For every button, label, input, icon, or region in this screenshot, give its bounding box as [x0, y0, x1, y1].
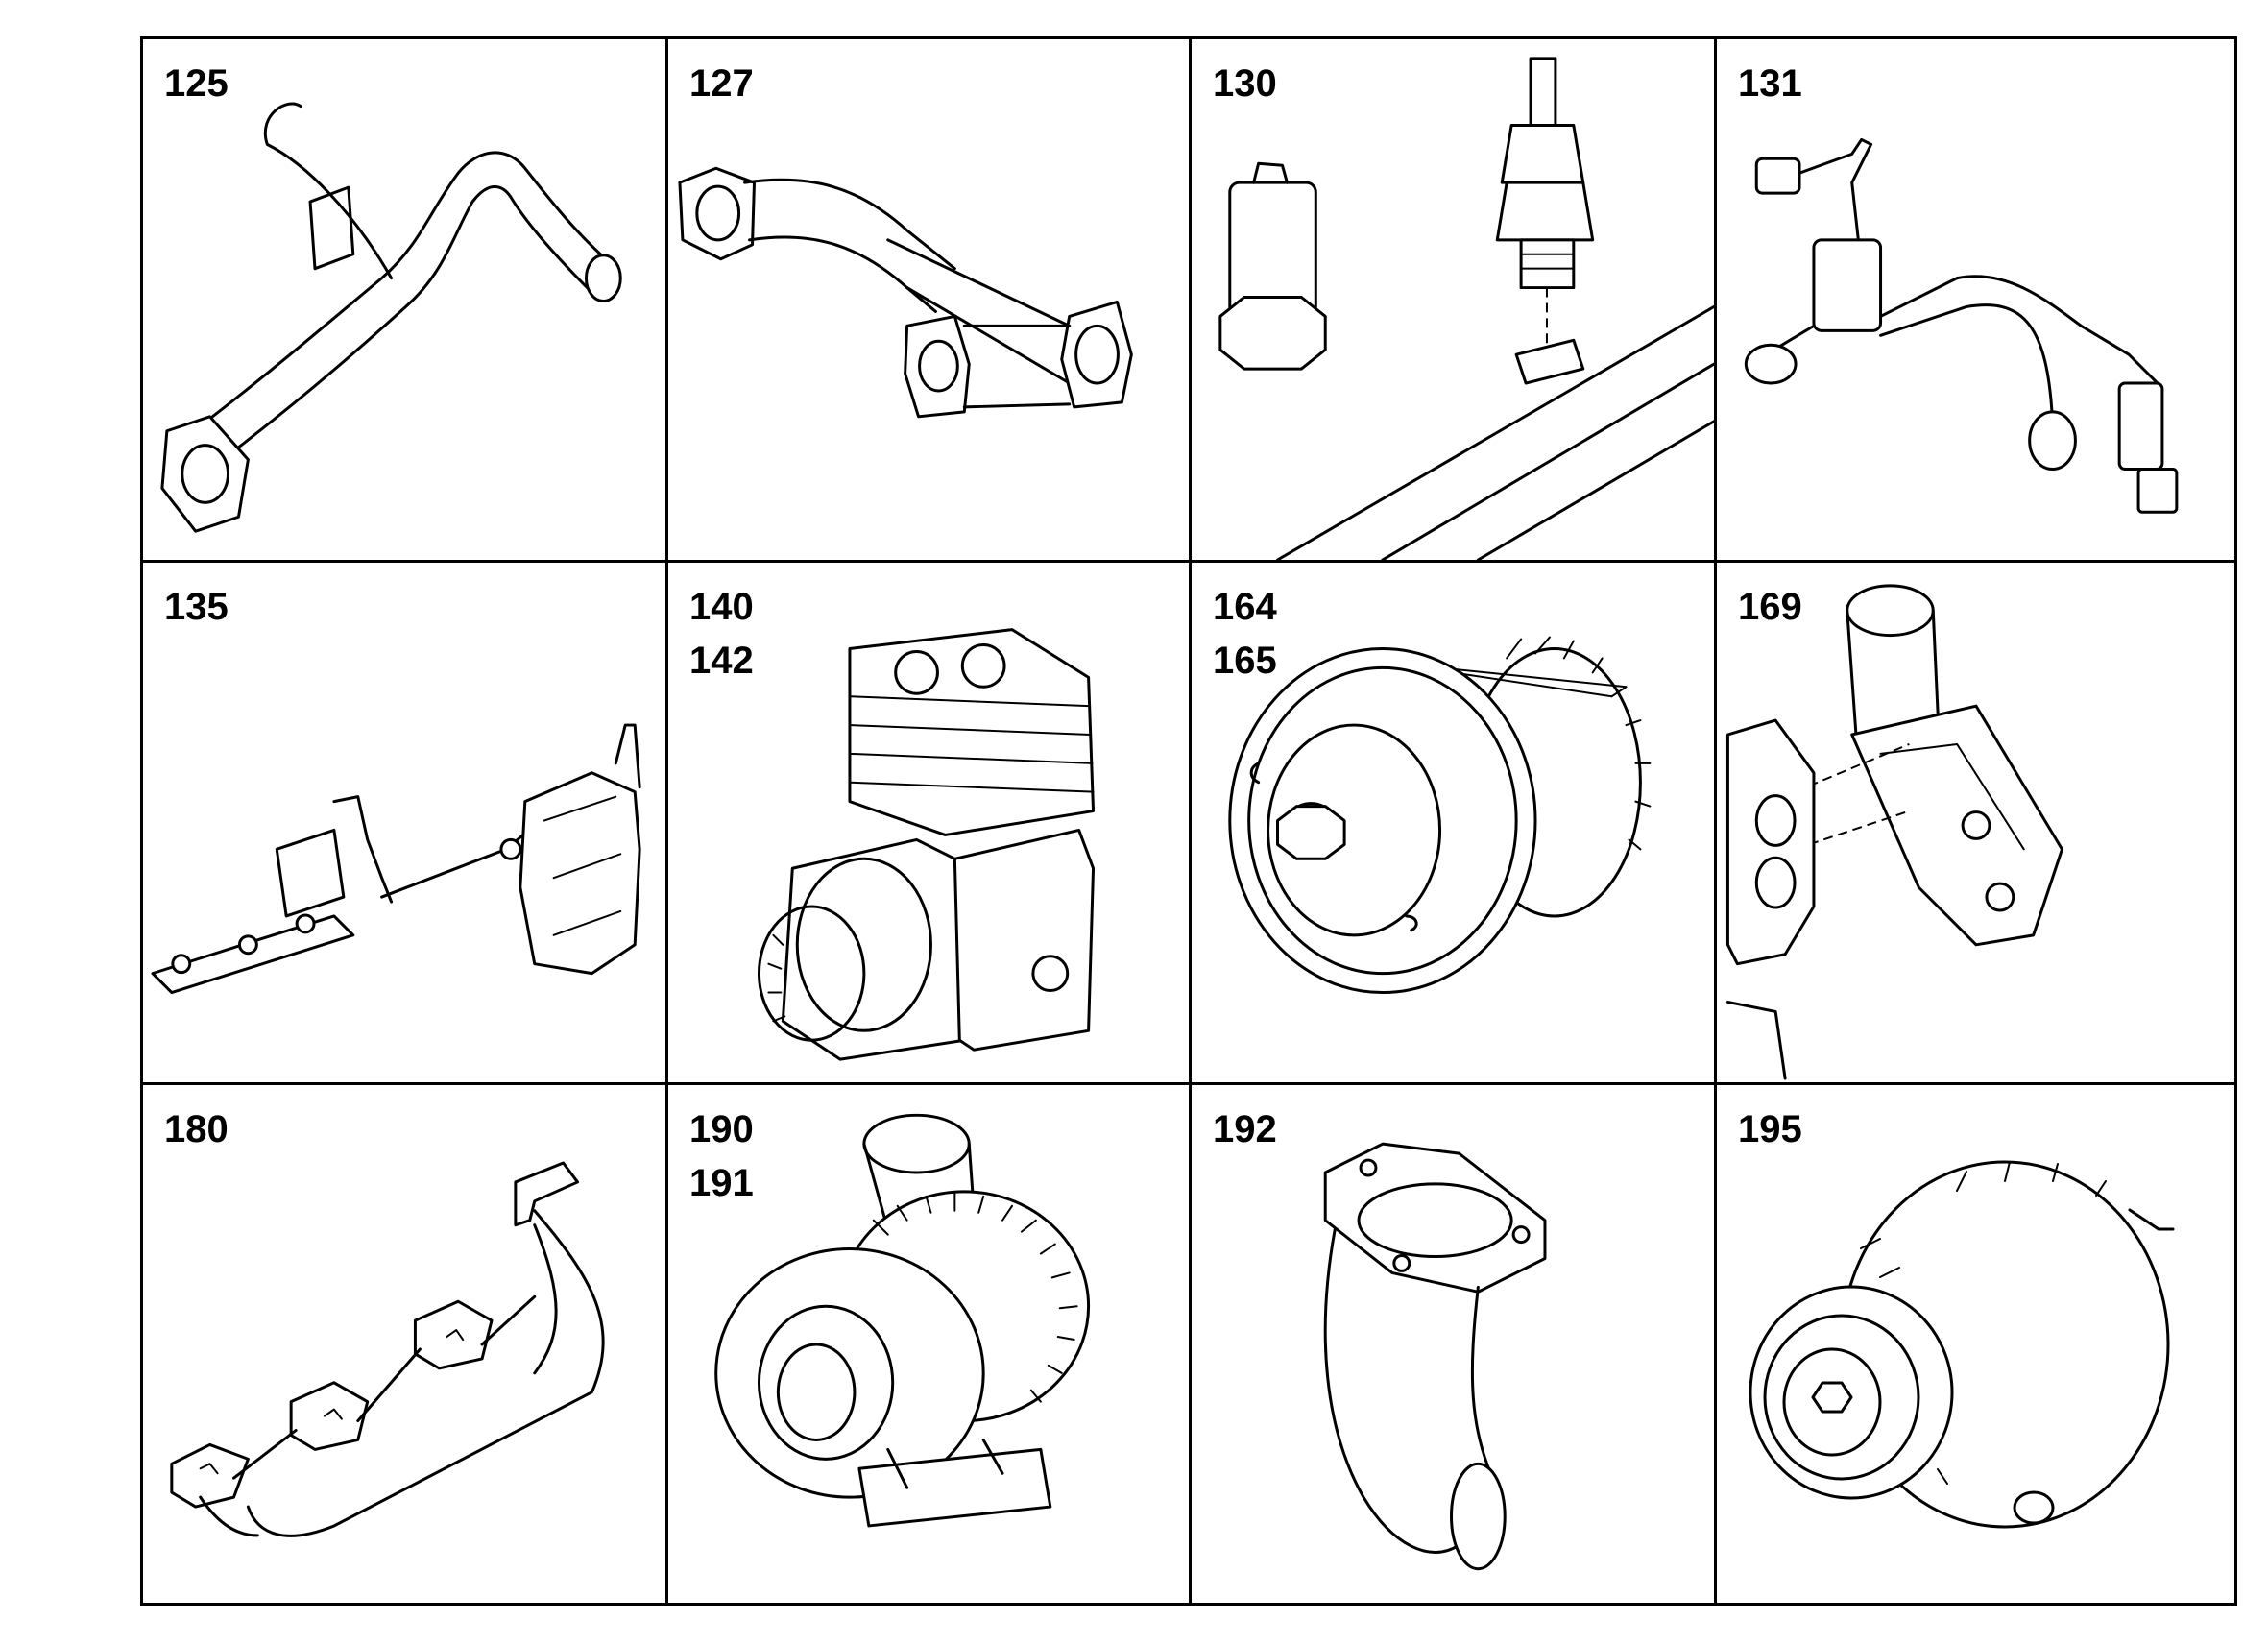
- fan-clutch-icon: [1228, 636, 1652, 995]
- part-number-group: 190 191: [689, 1102, 754, 1210]
- part-cell-9[interactable]: 180: [143, 1085, 668, 1603]
- exhaust-pipe-flanged-icon: [678, 166, 1133, 419]
- part-number: 180: [164, 1108, 229, 1150]
- part-number: 135: [164, 586, 229, 628]
- part-number: 130: [1213, 62, 1277, 105]
- part-number-group: 192: [1213, 1102, 1277, 1156]
- exhaust-elbow-icon: [1323, 1142, 1547, 1571]
- part-cell-8[interactable]: 169: [1717, 563, 2234, 1085]
- part-number-group: 169: [1738, 580, 1802, 634]
- part-number: 127: [689, 62, 754, 105]
- exhaust-pipe-icon: [160, 102, 622, 533]
- thermostat-housing-icon: [1725, 584, 2063, 1080]
- part-number-group: 195: [1738, 1102, 1802, 1156]
- part-number: 195: [1738, 1108, 1802, 1150]
- part-cell-3[interactable]: 130: [1192, 39, 1717, 563]
- part-number: 169: [1738, 586, 1802, 628]
- part-number: 164: [1213, 586, 1277, 628]
- part-cell-12[interactable]: 195: [1717, 1085, 2234, 1603]
- turbocharger-icon: [714, 1113, 1091, 1528]
- part-number-group: 131: [1738, 57, 1802, 110]
- part-number: 190: [689, 1108, 754, 1150]
- part-number-group: 127: [689, 57, 754, 110]
- part-number: 131: [1738, 62, 1802, 105]
- part-cell-6[interactable]: 140 142: [668, 563, 1192, 1085]
- part-number-group: 130: [1213, 57, 1277, 110]
- part-number-group: 140 142: [689, 580, 754, 688]
- part-number-group: 125: [164, 57, 229, 110]
- part-cell-10[interactable]: 190 191: [668, 1085, 1192, 1603]
- part-cell-11[interactable]: 192: [1192, 1085, 1717, 1603]
- part-cell-2[interactable]: 127: [668, 39, 1192, 563]
- part-number: 125: [164, 62, 229, 105]
- fuel-lines-icon: [1744, 137, 2179, 514]
- part-number-group: 180: [164, 1102, 229, 1156]
- part-cell-1[interactable]: 125: [143, 39, 668, 563]
- part-number-group: 135: [164, 580, 229, 634]
- part-cell-4[interactable]: 131: [1717, 39, 2234, 563]
- part-cell-7[interactable]: 164 165: [1192, 563, 1717, 1085]
- part-number: 191: [689, 1162, 754, 1204]
- part-number: 192: [1213, 1108, 1277, 1150]
- part-number: 142: [689, 640, 754, 682]
- parts-index-grid: 125 127 130: [140, 36, 2237, 1606]
- alternator-icon: [1749, 1160, 2175, 1529]
- part-number-group: 164 165: [1213, 580, 1277, 688]
- part-cell-5[interactable]: 135: [143, 563, 668, 1085]
- governor-linkage-icon: [151, 723, 641, 995]
- exhaust-manifold-icon: [170, 1161, 605, 1537]
- part-number: 140: [689, 586, 754, 628]
- air-compressor-icon: [757, 628, 1096, 1061]
- injection-nozzle-icon: [1218, 57, 1714, 560]
- part-number: 165: [1213, 640, 1277, 682]
